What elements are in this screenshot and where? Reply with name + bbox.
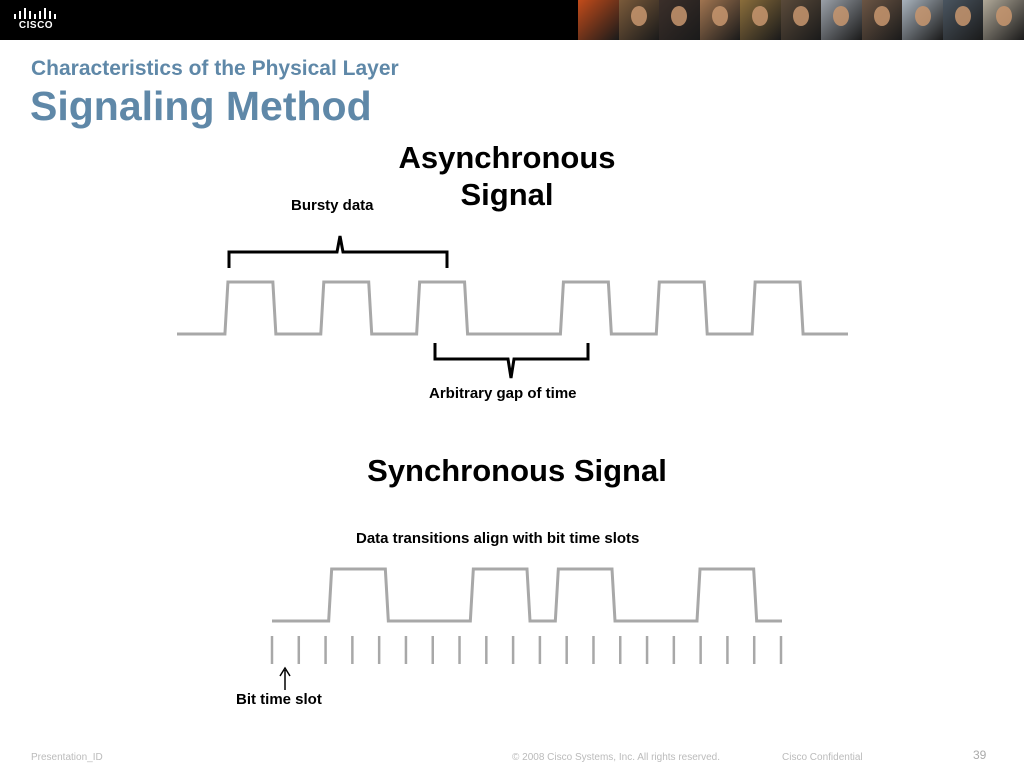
header-photo — [618, 0, 660, 40]
header-photo — [861, 0, 903, 40]
header-photo — [740, 0, 781, 40]
header-photo — [942, 0, 984, 40]
async-heading: Asynchronous Signal — [398, 140, 616, 212]
person-portrait-icon — [752, 6, 769, 26]
bursty-brace — [227, 235, 449, 268]
slide-subtitle: Characteristics of the Physical Layer — [31, 57, 399, 80]
person-portrait-icon — [914, 6, 931, 26]
gap-label: Arbitrary gap of time — [429, 385, 577, 402]
sync-description: Data transitions align with bit time slo… — [356, 530, 640, 547]
footer-copyright: © 2008 Cisco Systems, Inc. All rights re… — [512, 752, 721, 763]
header-photo — [780, 0, 822, 40]
header-photo — [659, 0, 700, 40]
person-portrait-icon — [955, 6, 972, 26]
cisco-logo: CISCO — [12, 5, 60, 35]
bit-slot-arrow-icon — [279, 666, 291, 690]
person-portrait-icon — [711, 6, 728, 26]
header-photo — [821, 0, 862, 40]
footer-presentation-id: Presentation_ID — [31, 752, 103, 763]
footer-confidential: Cisco Confidential — [782, 752, 863, 763]
header-photo — [578, 0, 619, 40]
header-photo — [902, 0, 943, 40]
person-portrait-icon — [671, 6, 688, 26]
page-number: 39 — [973, 748, 987, 762]
cisco-bridge-icon — [14, 8, 56, 19]
person-portrait-icon — [833, 6, 850, 26]
gap-brace — [433, 343, 590, 379]
header-banner: CISCO — [0, 0, 1024, 40]
slide-title: Signaling Method — [30, 83, 372, 129]
bursty-data-label: Bursty data — [291, 197, 374, 214]
person-portrait-icon — [630, 6, 647, 26]
cisco-logo-text: CISCO — [18, 20, 54, 31]
sync-waveform — [272, 567, 782, 623]
async-waveform — [177, 280, 848, 336]
bit-time-slot-ticks — [270, 636, 783, 664]
header-photo — [699, 0, 741, 40]
person-portrait-icon — [792, 6, 809, 26]
header-photo-strip — [578, 0, 1024, 40]
person-portrait-icon — [995, 6, 1012, 26]
bit-slot-label: Bit time slot — [236, 691, 322, 708]
person-portrait-icon — [873, 6, 890, 26]
sync-heading: Synchronous Signal — [367, 453, 667, 488]
header-photo — [983, 0, 1024, 40]
